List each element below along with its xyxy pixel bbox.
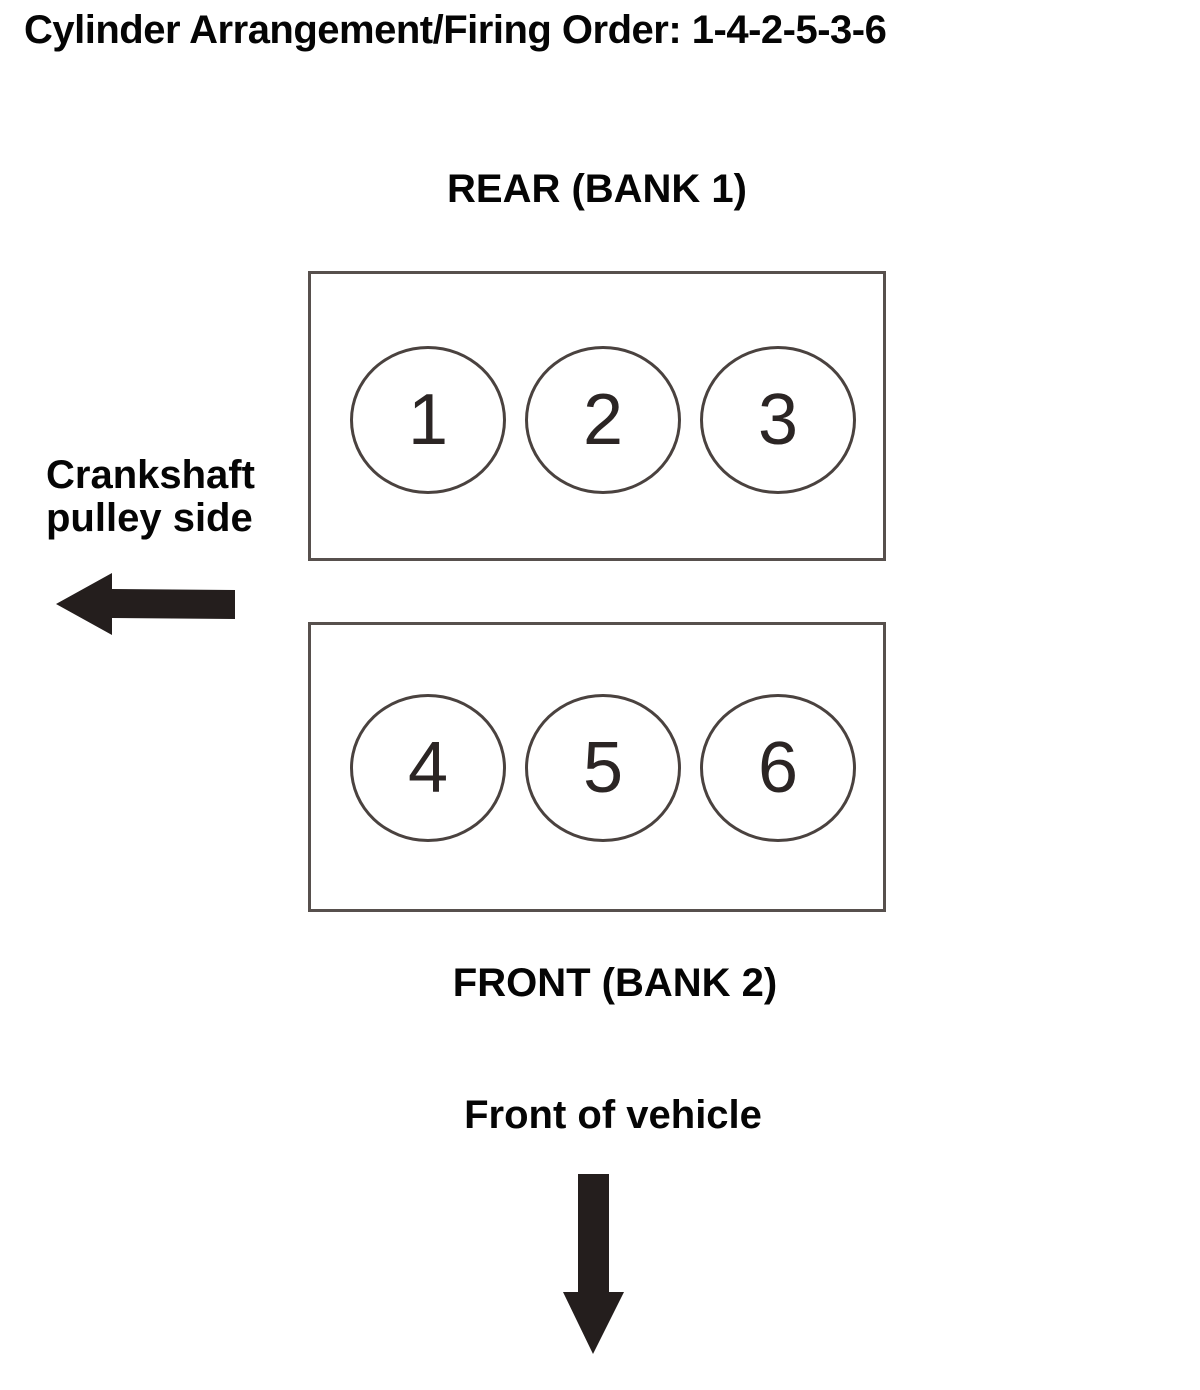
cylinder-circle-1: 1 [350, 346, 506, 494]
crankshaft-pulley-label: Crankshaft pulley side [46, 454, 255, 540]
crankshaft-pulley-label-line2: pulley side [46, 496, 253, 540]
cylinder-number-2: 2 [582, 380, 624, 460]
bank2-label: FRONT (BANK 2) [452, 961, 778, 1005]
cylinder-number-6: 6 [757, 728, 799, 808]
cylinder-number-4: 4 [407, 728, 449, 808]
cylinder-number-3: 3 [757, 380, 799, 460]
bank2-box: 4 5 6 [308, 622, 886, 912]
cylinder-circle-2: 2 [525, 346, 681, 494]
crankshaft-left-arrow-icon [56, 573, 235, 635]
cylinder-circle-4: 4 [350, 694, 506, 842]
crankshaft-pulley-label-line1: Crankshaft [46, 453, 255, 497]
cylinder-number-1: 1 [407, 380, 449, 460]
page-title: Cylinder Arrangement/Firing Order: 1-4-2… [24, 8, 887, 52]
front-of-vehicle-label: Front of vehicle [464, 1093, 762, 1137]
cylinder-circle-6: 6 [700, 694, 856, 842]
cylinder-number-5: 5 [582, 728, 624, 808]
cylinder-circle-3: 3 [700, 346, 856, 494]
front-of-vehicle-down-arrow-icon [563, 1174, 624, 1354]
cylinder-circle-5: 5 [525, 694, 681, 842]
bank1-label: REAR (BANK 1) [447, 167, 747, 211]
bank1-box: 1 2 3 [308, 271, 886, 561]
